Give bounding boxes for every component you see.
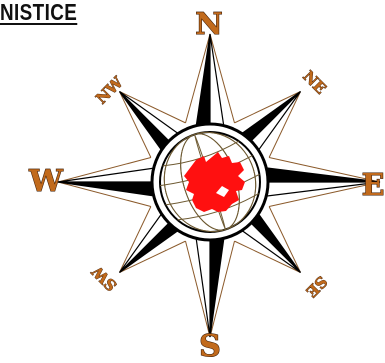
northeast-label: NE (299, 67, 330, 98)
globe (152, 120, 269, 243)
north-label: N (195, 7, 222, 42)
south-label: S (199, 329, 221, 363)
southeast-label: SE (302, 272, 330, 300)
southwest-label: SW (88, 262, 121, 295)
west-label: W (28, 164, 64, 199)
east-label: E (362, 168, 385, 203)
northwest-label: NW (92, 72, 127, 107)
